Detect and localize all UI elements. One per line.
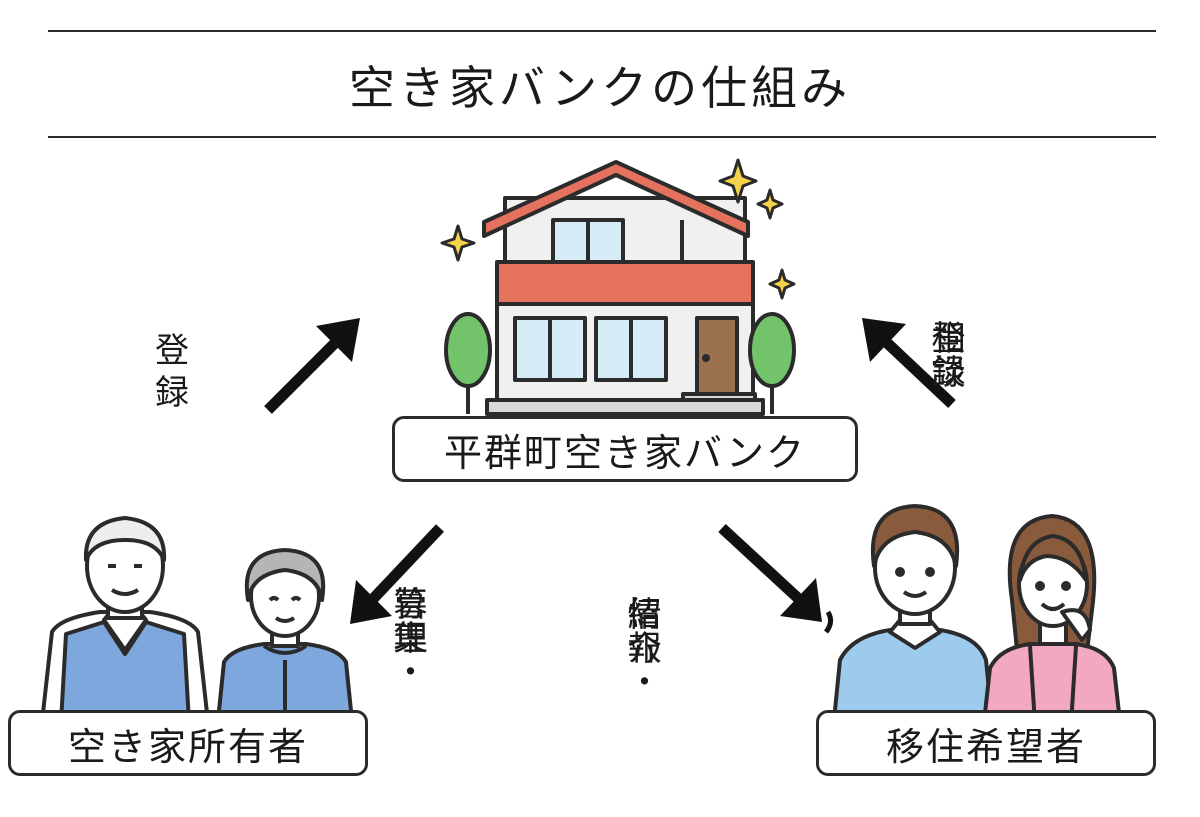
label-recruit-col-left: 管理	[387, 586, 427, 654]
top-rule	[48, 30, 1156, 32]
sparkle-icons	[440, 158, 796, 300]
bank-label: 平群町空き家バンク	[444, 430, 806, 475]
diagram-title: 空き家バンクの仕組み	[348, 61, 852, 115]
owner-label: 空き家所有者	[67, 724, 308, 769]
label-introduce-col-left: 情報	[621, 596, 661, 664]
seeker-woman-icon	[980, 514, 1124, 742]
arrow-seeker-to-bank	[862, 318, 956, 409]
seeker-label-box: 移住希望者	[816, 710, 1156, 776]
owner-man-icon	[38, 516, 212, 742]
label-seeker-col-left: 登録	[925, 320, 965, 388]
label-recruit-col-right: 募集・	[387, 586, 427, 688]
arrow-owner-to-bank	[264, 318, 360, 414]
label-introduce-col-right: 紹介・	[621, 596, 661, 698]
title-underline	[48, 136, 1156, 138]
bank-label-box: 平群町空き家バンク	[392, 416, 858, 482]
arrow-bank-to-owner	[350, 524, 444, 624]
seeker-man-icon	[830, 504, 996, 742]
label-owner-register-col: 登 録	[155, 331, 189, 413]
arrow-bank-to-seeker	[718, 523, 822, 622]
owner-label-box: 空き家所有者	[8, 710, 368, 776]
comma-mark	[823, 610, 834, 634]
arrows	[264, 318, 956, 624]
label-seeker-col-right: 相談	[925, 320, 965, 388]
tree-right-icon	[748, 312, 796, 414]
tree-left-icon	[444, 312, 492, 414]
seeker-label: 移住希望者	[885, 724, 1086, 769]
house-icon	[482, 160, 765, 416]
